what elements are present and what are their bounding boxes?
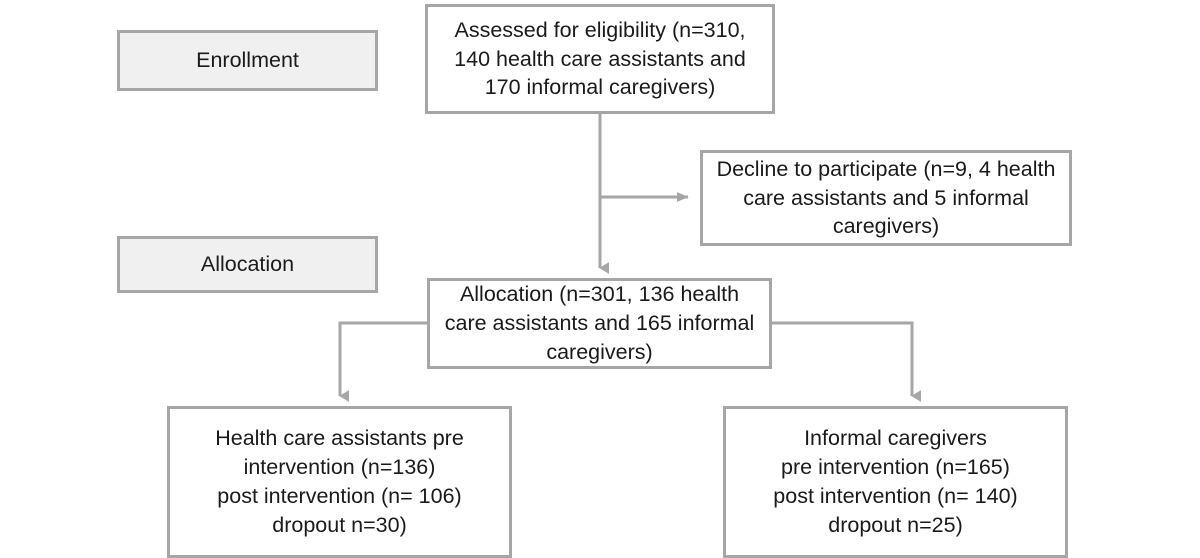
stage-label-enrollment-text: Enrollment (196, 48, 299, 73)
node-hca-text: Health care assistants pre intervention … (215, 426, 464, 537)
node-decline-text: Decline to participate (n=9, 4 health ca… (716, 156, 1056, 239)
edge-allocation-to-hca (338, 321, 427, 402)
node-allocation: Allocation (n=301, 136 health care assis… (427, 278, 772, 369)
node-informal-caregivers-arm: Informal caregivers pre intervention (n=… (723, 406, 1068, 558)
node-assessed-text: Assessed for eligibility (n=310, 140 hea… (454, 17, 746, 100)
edge-allocation-to-icg (772, 321, 922, 402)
node-health-care-assistants-arm: Health care assistants pre intervention … (167, 406, 512, 558)
node-assessed-for-eligibility: Assessed for eligibility (n=310, 140 hea… (425, 4, 775, 114)
node-decline-to-participate: Decline to participate (n=9, 4 health ca… (700, 150, 1072, 246)
node-allocation-text: Allocation (n=301, 136 health care assis… (444, 282, 755, 364)
stage-label-allocation-text: Allocation (200, 252, 295, 277)
node-icg-text: Informal caregivers pre intervention (n=… (773, 426, 1018, 537)
stage-label-enrollment: Enrollment (117, 30, 378, 91)
stage-label-allocation: Allocation (117, 236, 378, 293)
